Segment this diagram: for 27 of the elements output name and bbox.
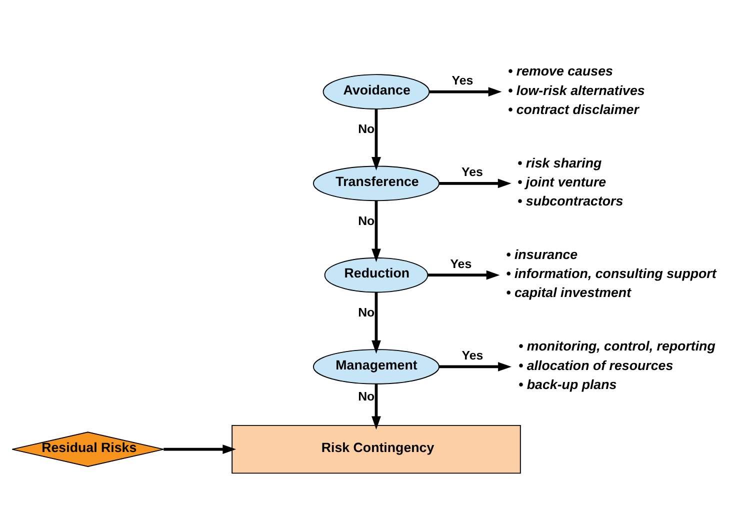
arrow	[164, 444, 236, 454]
edge-label: No	[358, 389, 375, 404]
arrow	[372, 200, 381, 262]
node-ellipse: Avoidance	[322, 74, 430, 109]
node-ellipse: Reduction	[324, 256, 428, 292]
arrow	[372, 292, 381, 354]
edge-label: No	[358, 122, 375, 136]
node-diamond: Residual Risks	[12, 431, 164, 466]
node-ellipse: Transference	[312, 165, 440, 201]
node-ellipse: Management	[312, 348, 440, 384]
edge-label: Yes	[450, 256, 472, 270]
arrow	[428, 270, 500, 280]
arrow	[372, 384, 381, 430]
node-box: Risk Contingency	[232, 424, 521, 474]
node-text: • monitoring, control, reporting • allocation of resources • back-up plans	[518, 338, 716, 392]
node-text: • risk sharing • joint venture • subcontractors	[518, 154, 624, 208]
edge-label: Yes	[462, 164, 483, 179]
edge-label: Yes	[462, 348, 484, 362]
edge-label: Yes	[452, 73, 474, 87]
arrow	[439, 178, 512, 188]
arrow	[429, 86, 502, 96]
edge-label: No	[358, 213, 375, 228]
arrow	[372, 108, 381, 170]
node-text: • remove causes • low-risk alternatives • contract disclaimer	[508, 63, 645, 116]
edge-label: No	[358, 305, 375, 320]
arrow	[439, 362, 512, 371]
node-text: • insurance • information, consulting support • capital investment	[506, 246, 716, 300]
